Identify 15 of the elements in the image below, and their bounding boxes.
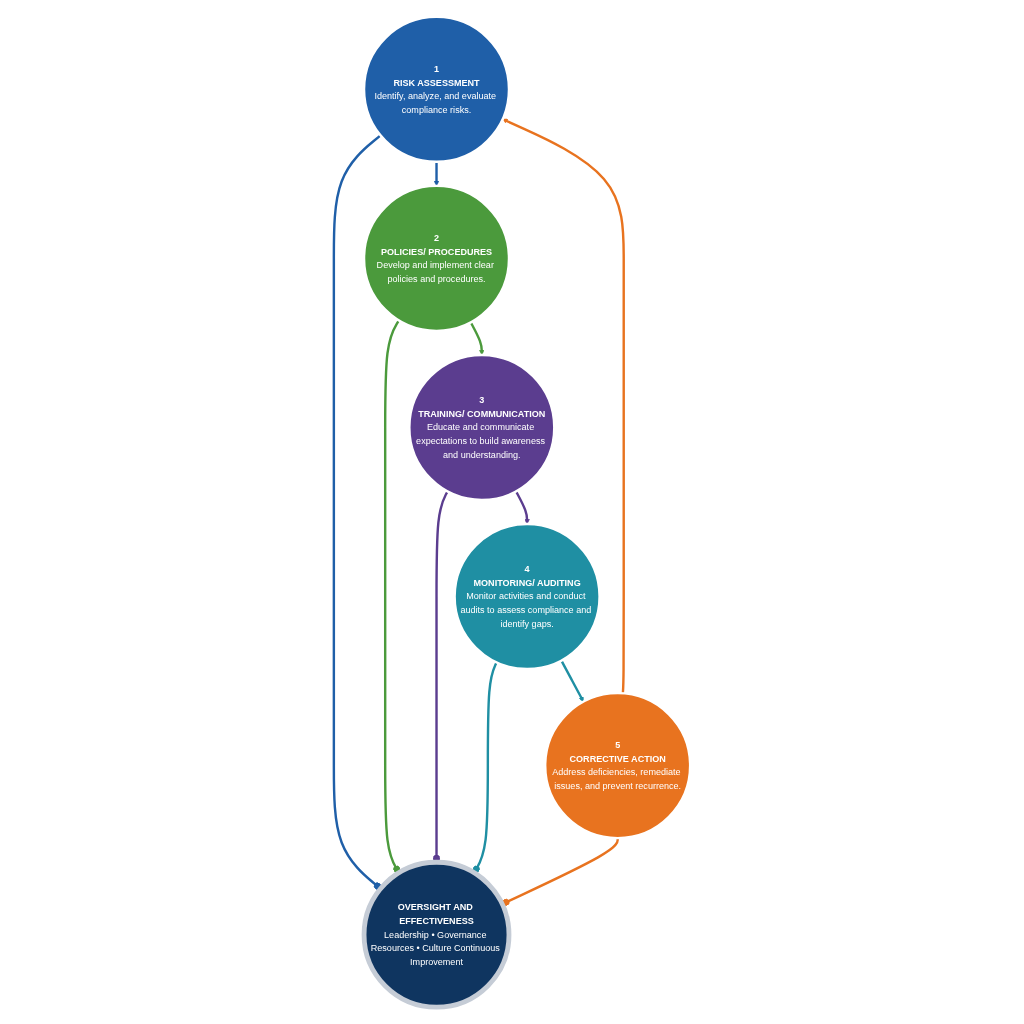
connector <box>501 838 619 907</box>
node-circle: 4 MONITORING/ AUDITING Monitor activities and conduct audits to assess compliance and identify gaps. <box>453 522 601 671</box>
connector <box>332 134 382 890</box>
arrow <box>560 659 584 702</box>
node-circle: 3 TRAINING/ COMMUNICATION Educate and communicate expectations to build awareness and understanding. <box>408 353 556 502</box>
connector <box>384 319 401 874</box>
arrow <box>433 161 440 187</box>
node-circle: 1 RISK ASSESSMENT Identify, analyze, and evaluate compliance risks. <box>362 15 511 163</box>
arrow <box>469 321 485 356</box>
node-circle: OVERSIGHT AND EFFECTIVENESS Leadership • Governance Resources • Culture Continuous Improvement <box>361 859 512 1010</box>
node-circle: 5 CORRECTIVE ACTION Address deficiencies, remediate issues, and prevent recurrence. <box>544 691 692 840</box>
connector <box>472 661 498 874</box>
arrow <box>514 490 530 525</box>
node-circle: 2 POLICIES/ PROCEDURES Develop and implement clear policies and procedures. <box>362 184 511 333</box>
arrow <box>502 118 625 694</box>
